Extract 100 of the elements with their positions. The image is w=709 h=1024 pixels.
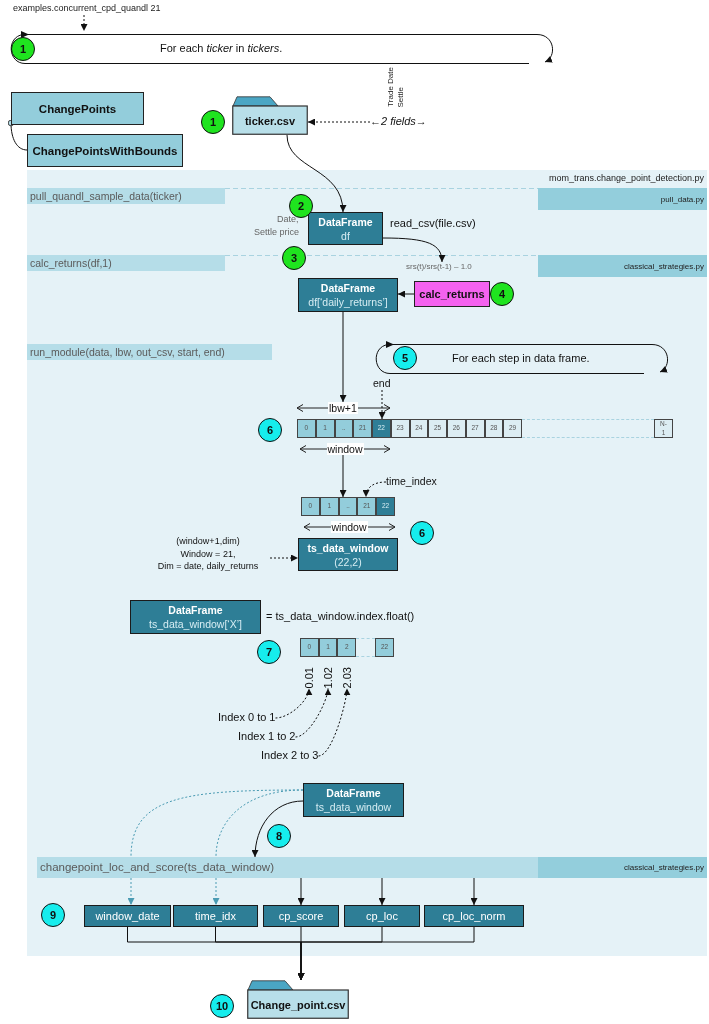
- arrow: [382, 237, 445, 263]
- assignment-text: = ts_data_window.index.float(): [266, 610, 415, 624]
- variable-name: df[‘daily_returns’]: [308, 295, 388, 309]
- dotted-arrow: [363, 481, 387, 498]
- step-number: 7: [257, 640, 281, 664]
- dimension-label: window: [326, 443, 364, 455]
- dataframe-title: DataFrame: [320, 281, 376, 295]
- index-value: 0.01: [302, 667, 316, 689]
- dotted-arrow: [307, 118, 371, 126]
- dataframe-title: DataFrame: [168, 603, 223, 617]
- class-box: [27, 134, 183, 167]
- file-name: classical_strategies.py: [623, 261, 704, 271]
- dataframe-box: [298, 278, 398, 312]
- dotted-arrow: [378, 389, 386, 420]
- dimension-label: window: [330, 521, 368, 533]
- dotted-arrow: [127, 877, 135, 906]
- file-name: Change_point.csv: [250, 998, 346, 1011]
- step-number: 6: [410, 521, 434, 545]
- column-box: [263, 905, 339, 927]
- class-name: ChangePoints: [38, 102, 117, 115]
- function-signature: run_module(data, lbw, out_csv, start, end): [30, 346, 225, 358]
- column-name: cp_score: [278, 910, 324, 922]
- class-name: ChangePointsWithBounds: [32, 144, 178, 157]
- variable-name: ts_data_window[‘X’]: [149, 617, 242, 631]
- dataframe-title: DataFrame: [318, 214, 373, 229]
- module-panel: [27, 170, 707, 956]
- shape-label: (22,2): [334, 554, 362, 569]
- variable-name: ts_data_window: [315, 800, 392, 814]
- function-name: calc_returns: [419, 288, 485, 300]
- arrow: [339, 311, 347, 403]
- file-name: classical_strategies.py: [623, 863, 704, 872]
- index-value: 1.02: [321, 667, 335, 689]
- annotation-text: Index 2 to 3: [261, 749, 319, 763]
- elided-array-cells: [356, 638, 375, 657]
- function-signature: pull_quandl_sample_data(ticker): [30, 190, 182, 202]
- formula-text: srs(t)/srs(t-1) – 1.0: [406, 262, 472, 273]
- column-name: cp_loc: [366, 910, 398, 922]
- field-label: Trade Date: [386, 67, 396, 107]
- dotted-arrow: [295, 687, 331, 738]
- module-reference: examples.concurrent_cpd_quandl 21: [13, 3, 161, 15]
- function-band: [27, 255, 225, 271]
- dotted-arrow: [269, 554, 299, 562]
- step-number: 3: [282, 246, 306, 270]
- arrow: [397, 290, 415, 298]
- dataframe-box: [303, 783, 404, 817]
- step-number: 6: [258, 418, 282, 442]
- variable-name: ts_data_window: [307, 540, 389, 555]
- dotted-arrow: [275, 687, 312, 719]
- annotation-text: Dim = date, daily_returns: [156, 560, 260, 573]
- annotation-text: end: [373, 377, 391, 390]
- dataframe-box: [308, 212, 383, 245]
- loop-label: For each ticker in tickers.: [160, 41, 283, 55]
- annotation-text: Window = 21,: [179, 547, 237, 560]
- function-band: [27, 188, 225, 204]
- field-label: Settle: [396, 87, 406, 108]
- arrow: [297, 877, 305, 906]
- column-name: window_date: [95, 910, 160, 922]
- function-band: [37, 857, 538, 878]
- arrow: [339, 454, 347, 498]
- step-number: 8: [267, 824, 291, 848]
- column-box: [84, 905, 171, 927]
- file-band: [538, 188, 707, 210]
- annotation-text: (window+1,dim): [175, 535, 241, 548]
- arrow: [378, 877, 386, 906]
- file-name: pull_data.py: [660, 194, 704, 204]
- column-box: [344, 905, 420, 927]
- variable-name: df: [341, 228, 350, 243]
- step-number: 4: [490, 282, 514, 306]
- step-number: 9: [41, 903, 65, 927]
- class-box: [11, 92, 144, 125]
- dotted-arrow: [318, 687, 350, 757]
- dataframe-box: [298, 538, 398, 571]
- file-band: [538, 255, 707, 277]
- file-name: ticker.csv: [244, 114, 296, 127]
- dotted-arrow: [80, 14, 88, 32]
- arrow: [251, 800, 304, 858]
- dataframe-title: DataFrame: [326, 786, 381, 800]
- dataframe-box: [130, 600, 261, 634]
- function-box: [414, 281, 490, 307]
- column-box: [173, 905, 258, 927]
- step-number: 5: [393, 346, 417, 370]
- dimension-label: lbw+1: [328, 402, 358, 414]
- module-file-name: mom_trans.change_point_detection.py: [548, 173, 704, 183]
- association-line: [7, 119, 28, 151]
- step-number: 1: [11, 37, 35, 61]
- dotted-line: [215, 789, 304, 858]
- arrow: [470, 877, 478, 906]
- field-label: Settle price: [254, 227, 300, 238]
- step-number: 1: [201, 110, 225, 134]
- step-number: 10: [210, 994, 234, 1018]
- function-signature: changepoint_loc_and_score(ts_data_window): [40, 861, 274, 873]
- arrow: [297, 926, 475, 981]
- arrow: [286, 134, 346, 213]
- loop-label: For each step in data frame.: [452, 351, 590, 365]
- annotation-text: ←2 fields→: [370, 115, 427, 129]
- function-call: read_csv(file.csv): [390, 217, 476, 231]
- file-band: [538, 857, 707, 878]
- index-value: 2.03: [340, 667, 354, 689]
- column-name: cp_loc_norm: [442, 910, 506, 922]
- function-signature: calc_returns(df,1): [30, 257, 112, 269]
